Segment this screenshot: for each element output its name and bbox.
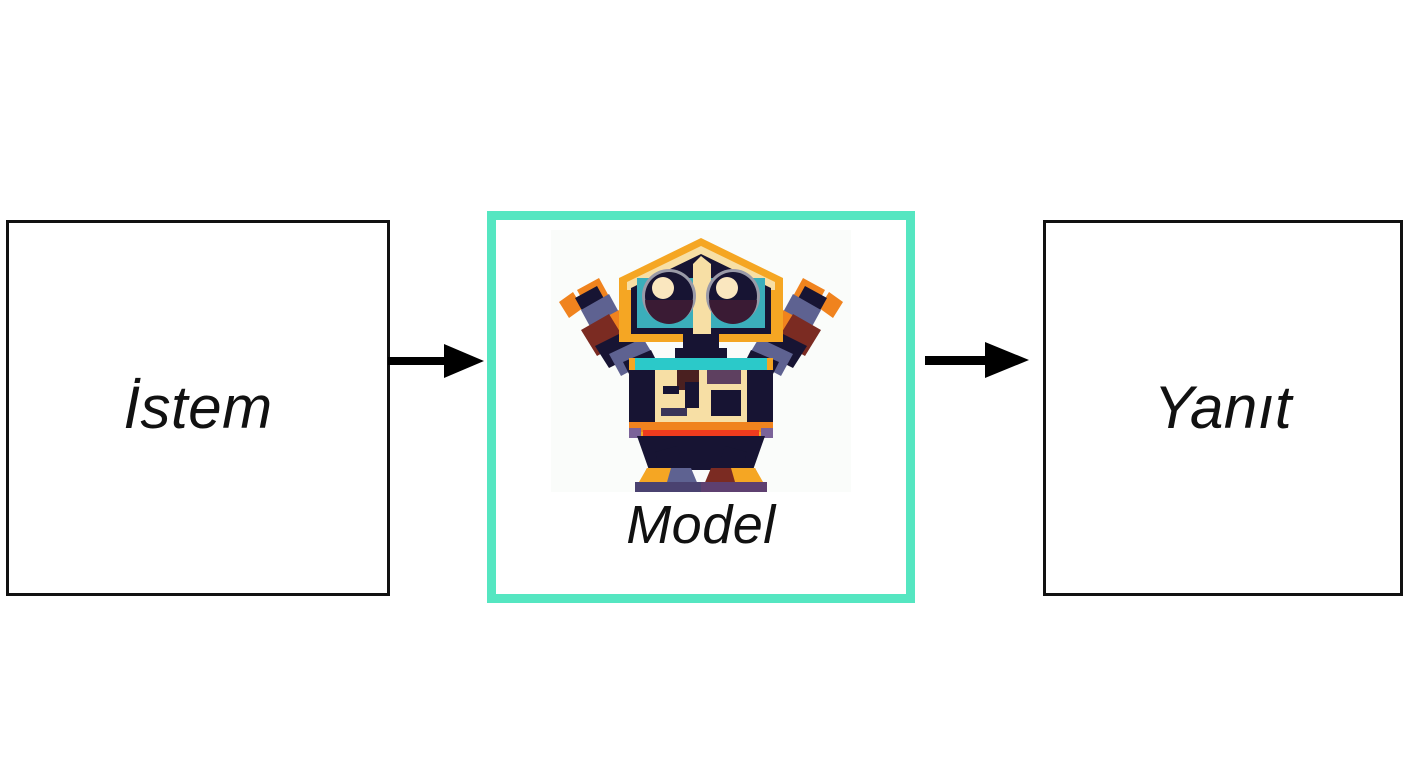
prompt-box-label: İstem [123,374,273,441]
robot-torso [629,358,773,470]
prompt-box[interactable]: İstem [6,220,390,596]
arrow-right-icon-prompt-to-model [388,344,484,378]
robot-head [619,238,783,342]
robot-neck [675,334,727,360]
response-box[interactable]: Yanıt [1043,220,1403,596]
robot-illustration [551,230,851,492]
robot-legs [635,446,767,492]
response-box-label: Yanıt [1153,374,1293,441]
robot-icon [551,230,851,492]
model-box-label: Model [626,495,776,555]
model-box[interactable]: Model [487,211,915,603]
arrow-right-icon-model-to-response [925,342,1029,378]
